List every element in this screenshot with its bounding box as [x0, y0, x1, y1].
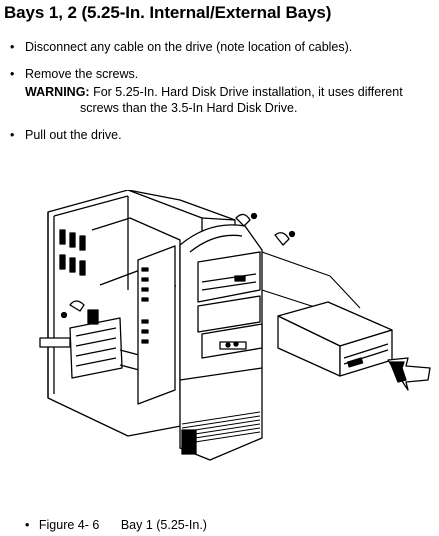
- warning-text-line2: screws than the 3.5-In Hard Disk Drive.: [80, 101, 298, 115]
- step-pull-out-drive: Pull out the drive.: [25, 128, 122, 142]
- step-disconnect-cable: Disconnect any cable on the drive (note …: [25, 40, 353, 54]
- bay-1-drive-removal-illustration: [39, 190, 431, 461]
- figure-caption: • Figure 4- 6 Bay 1 (5.25-In.): [25, 518, 207, 532]
- step-remove-screws: Remove the screws.: [25, 67, 139, 81]
- front-bezel: [179, 224, 263, 461]
- top-screws: [235, 212, 296, 246]
- page-title: Bays 1, 2 (5.25-In. Internal/External Ba…: [4, 3, 332, 22]
- bullet: •: [10, 128, 15, 142]
- bullet: •: [10, 67, 15, 81]
- figure-number: Figure 4- 6: [38, 518, 100, 532]
- removed-drive: [277, 301, 393, 377]
- warning-label: WARNING:: [25, 85, 90, 99]
- pull-direction-arrow-icon: [387, 357, 431, 391]
- warning-note: WARNING: For 5.25-In. Hard Disk Drive in…: [25, 84, 403, 115]
- figure-title: Bay 1 (5.25-In.): [120, 518, 207, 532]
- chassis-side-panel: [47, 190, 203, 437]
- bullet: •: [25, 518, 30, 532]
- drive-cage: [137, 245, 176, 405]
- left-screw: [60, 300, 85, 319]
- bullet: •: [10, 40, 15, 54]
- warning-text-line1: For 5.25-In. Hard Disk Drive installatio…: [93, 85, 403, 99]
